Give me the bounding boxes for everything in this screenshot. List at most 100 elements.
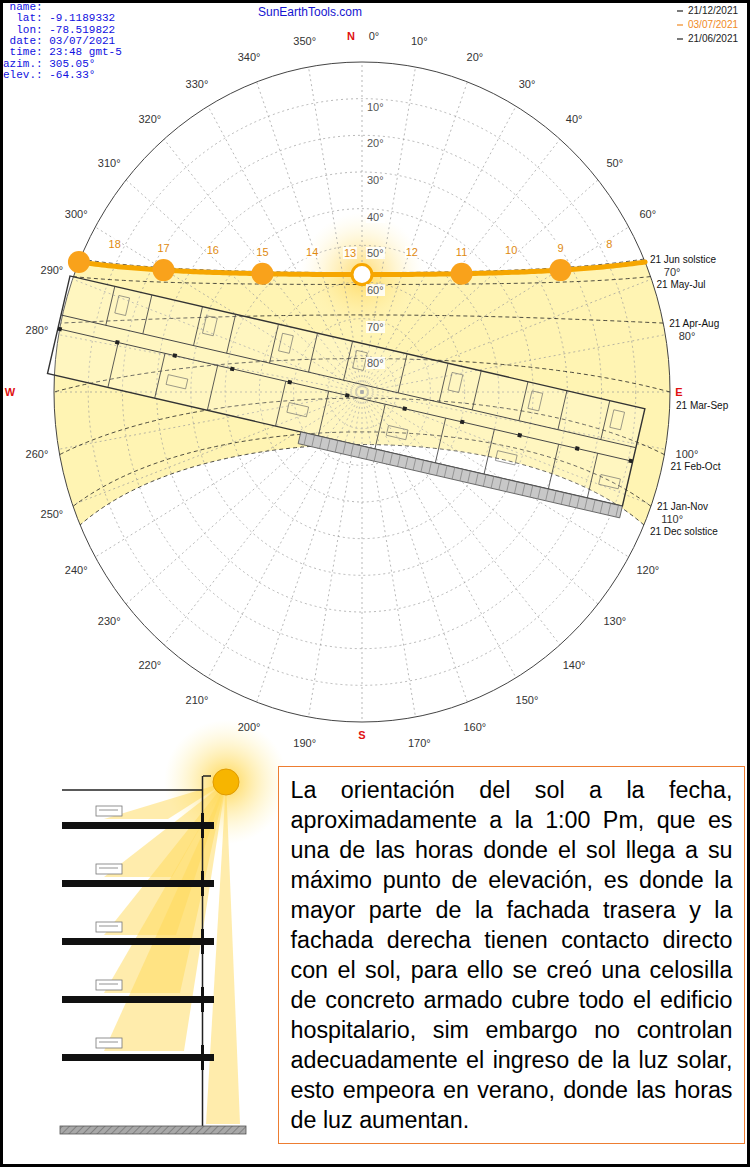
lattice-tick bbox=[437, 464, 440, 476]
lattice-column bbox=[201, 1045, 204, 1070]
current-sun-dot bbox=[352, 265, 372, 285]
sunpath-date-label: 21 Mar-Sep bbox=[676, 399, 728, 410]
ground bbox=[60, 1126, 246, 1134]
room-wall bbox=[484, 429, 494, 474]
lattice-tick bbox=[327, 439, 330, 451]
lattice-tick bbox=[366, 448, 369, 460]
roof-line bbox=[62, 789, 203, 791]
desk-detail bbox=[99, 984, 118, 985]
hour-dot bbox=[251, 263, 273, 285]
lattice-tick bbox=[546, 489, 549, 501]
azimuth-label: 250° bbox=[41, 508, 64, 520]
azimuth-label: 170° bbox=[408, 737, 431, 749]
lattice-tick bbox=[475, 473, 478, 485]
plan-outline bbox=[48, 276, 645, 506]
elevation-label: 40° bbox=[366, 211, 385, 223]
legend-entry: 03/07/2021 bbox=[676, 19, 738, 31]
legend-text: 21/06/2021 bbox=[688, 33, 738, 44]
slabs bbox=[62, 813, 214, 1070]
azimuth-label: 340° bbox=[238, 51, 261, 63]
room-wall bbox=[435, 418, 445, 463]
hour-label: 18 bbox=[108, 238, 122, 250]
room-wall bbox=[143, 295, 152, 334]
info-field: elev.: -64.33° bbox=[3, 70, 95, 81]
info-field: lat: -9.1189332 bbox=[16, 13, 115, 24]
info-field: time: 23:48 gmt-5 bbox=[10, 47, 122, 58]
chart-title: SunEarthTools.com bbox=[258, 5, 362, 19]
legend-dash-line bbox=[677, 39, 683, 40]
azimuth-label: 0° bbox=[369, 30, 380, 42]
lattice-tick bbox=[351, 444, 354, 456]
hour-label: 11 bbox=[455, 246, 468, 258]
legend-dash-line bbox=[677, 11, 683, 12]
floor-slab bbox=[62, 996, 214, 1003]
room-furniture bbox=[495, 451, 517, 465]
hour-label: 14 bbox=[305, 246, 319, 258]
lattice-tick bbox=[585, 498, 588, 510]
azimuth-label: 20° bbox=[467, 51, 484, 63]
azimuth-label: 80° bbox=[679, 330, 696, 342]
azimuth-label: 240° bbox=[65, 564, 88, 576]
elevation-label: 30° bbox=[366, 174, 385, 186]
azimuth-label: 30° bbox=[519, 78, 536, 90]
azimuth-label: 350° bbox=[293, 35, 316, 47]
corridor-wall bbox=[58, 329, 633, 462]
lattice-tick bbox=[600, 502, 603, 514]
compass-point: S bbox=[358, 729, 365, 741]
desk-detail bbox=[99, 868, 118, 869]
room-furniture bbox=[166, 375, 188, 389]
hour-label: 12 bbox=[405, 246, 419, 258]
azimuth-label: 310° bbox=[98, 157, 121, 169]
lattice-tick bbox=[530, 485, 533, 497]
elevation-label: 70° bbox=[366, 321, 385, 333]
elevation-label: 20° bbox=[366, 137, 385, 149]
azimuth-label: 160° bbox=[463, 721, 486, 733]
room-wall bbox=[587, 453, 597, 498]
sunpath-date-label: 21 Feb-Oct bbox=[670, 461, 720, 472]
lattice-tick bbox=[608, 503, 611, 515]
hour-label: 17 bbox=[156, 242, 170, 254]
sunpath-date-label: 21 Apr-Aug bbox=[669, 318, 719, 329]
lattice-tick bbox=[382, 451, 385, 463]
room-furniture bbox=[386, 425, 408, 439]
compass-point: N bbox=[347, 30, 355, 42]
furniture bbox=[96, 806, 122, 1048]
desk bbox=[96, 864, 122, 874]
desk bbox=[96, 922, 122, 932]
parapet bbox=[203, 775, 211, 777]
lattice-strip bbox=[298, 432, 622, 518]
sunpath-date-label: 21 May-Jul bbox=[657, 279, 706, 290]
hour-dot bbox=[549, 259, 571, 281]
info-field: date: 03/07/2021 bbox=[10, 36, 116, 47]
azimuth-label: 300° bbox=[65, 208, 88, 220]
column bbox=[402, 406, 407, 411]
azimuth-label: 290° bbox=[41, 264, 64, 276]
azimuth-label: 330° bbox=[186, 78, 209, 90]
lattice-tick bbox=[359, 446, 362, 458]
lattice-column bbox=[201, 929, 204, 954]
hour-label: 15 bbox=[255, 246, 269, 258]
room-wall bbox=[398, 354, 407, 393]
lattice-tick bbox=[569, 494, 572, 506]
azimuth-label: 120° bbox=[636, 564, 659, 576]
info-field: name: bbox=[10, 2, 43, 13]
elevation-label: 80° bbox=[366, 357, 385, 369]
lattice-tick bbox=[491, 476, 494, 488]
azimuth-label: 150° bbox=[516, 694, 539, 706]
legend-text: 03/07/2021 bbox=[688, 19, 738, 30]
azimuth-label: 230° bbox=[98, 615, 121, 627]
floor-slab bbox=[62, 880, 214, 887]
column bbox=[57, 327, 62, 332]
elevation-label: 50° bbox=[366, 247, 385, 259]
azimuth-label: 130° bbox=[603, 615, 626, 627]
room-furniture bbox=[528, 391, 543, 411]
plan-drawing bbox=[45, 276, 645, 518]
room-wall bbox=[548, 444, 558, 489]
lattice-tick bbox=[499, 478, 502, 490]
room-wall bbox=[439, 363, 448, 402]
lattice-tick bbox=[538, 487, 541, 499]
column bbox=[115, 340, 120, 345]
room-wall bbox=[472, 371, 481, 410]
room-wall bbox=[207, 366, 217, 411]
